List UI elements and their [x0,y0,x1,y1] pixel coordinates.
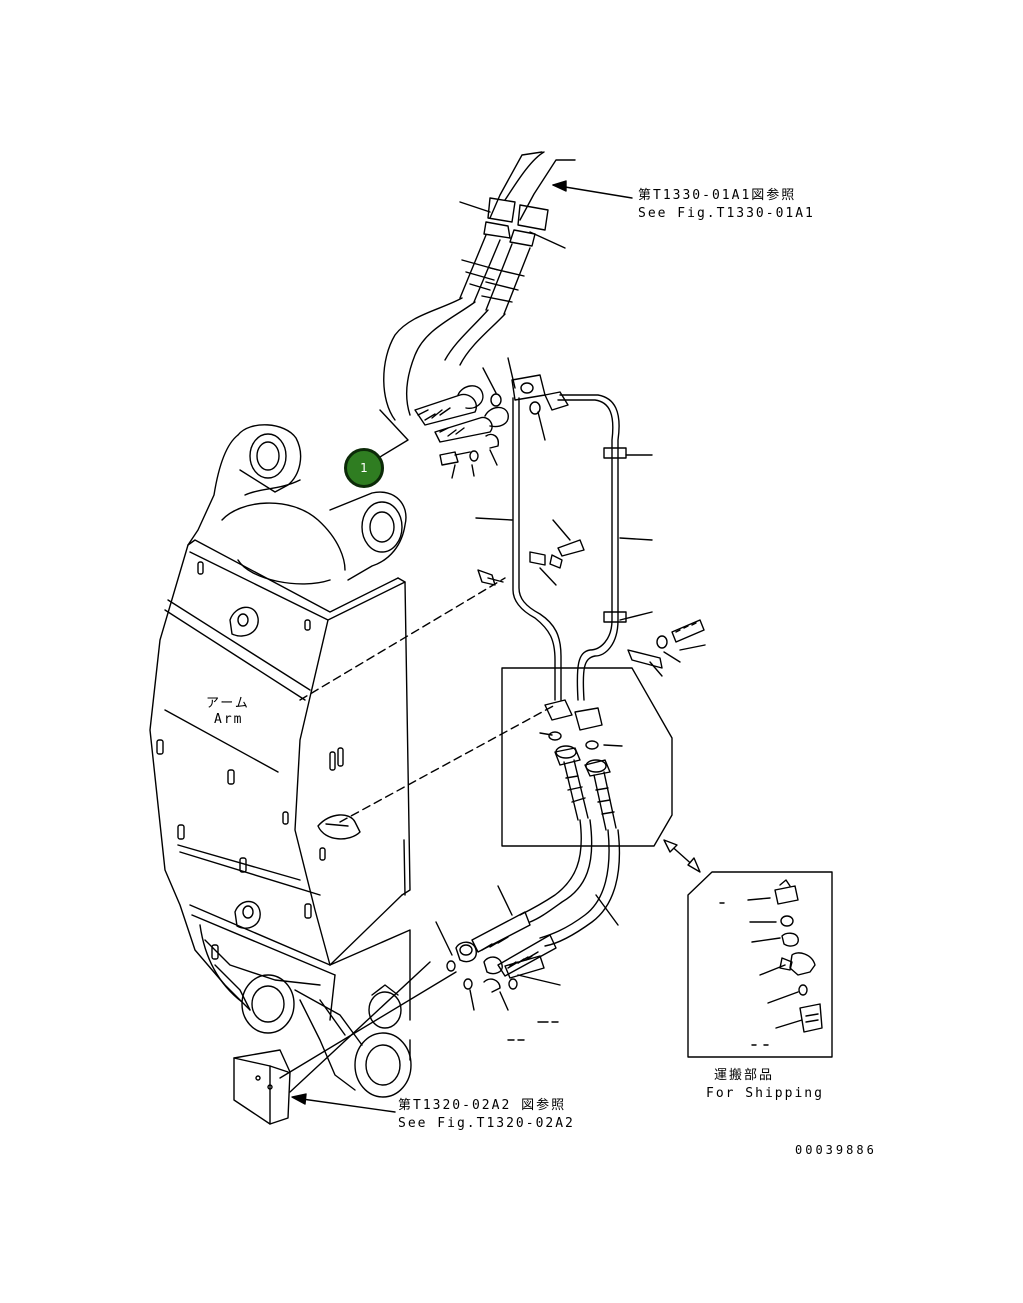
shipping-label-jp: 運搬部品 [714,1068,775,1083]
shipping-label-en: For Shipping [706,1086,824,1101]
ref-top-en: See Fig.T1330-01A1 [638,206,815,221]
arm-body [149,424,556,1098]
upper-fittings [414,357,569,479]
detail-frame [501,667,701,873]
drawing-number: 00039886 [795,1143,877,1157]
steel-pipes [475,394,706,701]
shipping-box [687,871,833,1058]
ref-arrow-bottom [294,1097,396,1113]
ref-arrowhead-bottom [291,1093,307,1105]
ref-top-jp: 第T1330-01A1図参照 [638,188,797,203]
upper-hoses [374,151,633,461]
ref-bottom-jp: 第T1320-02A2 図参照 [398,1098,567,1113]
block [233,1049,291,1125]
ref-bottom-en: See Fig.T1320-02A2 [398,1116,575,1131]
arm-label-en: Arm [214,712,244,727]
arm-label-jp: アーム [206,696,250,711]
callout-1[interactable]: 1 [344,448,384,488]
lower-hoses [435,819,621,1011]
